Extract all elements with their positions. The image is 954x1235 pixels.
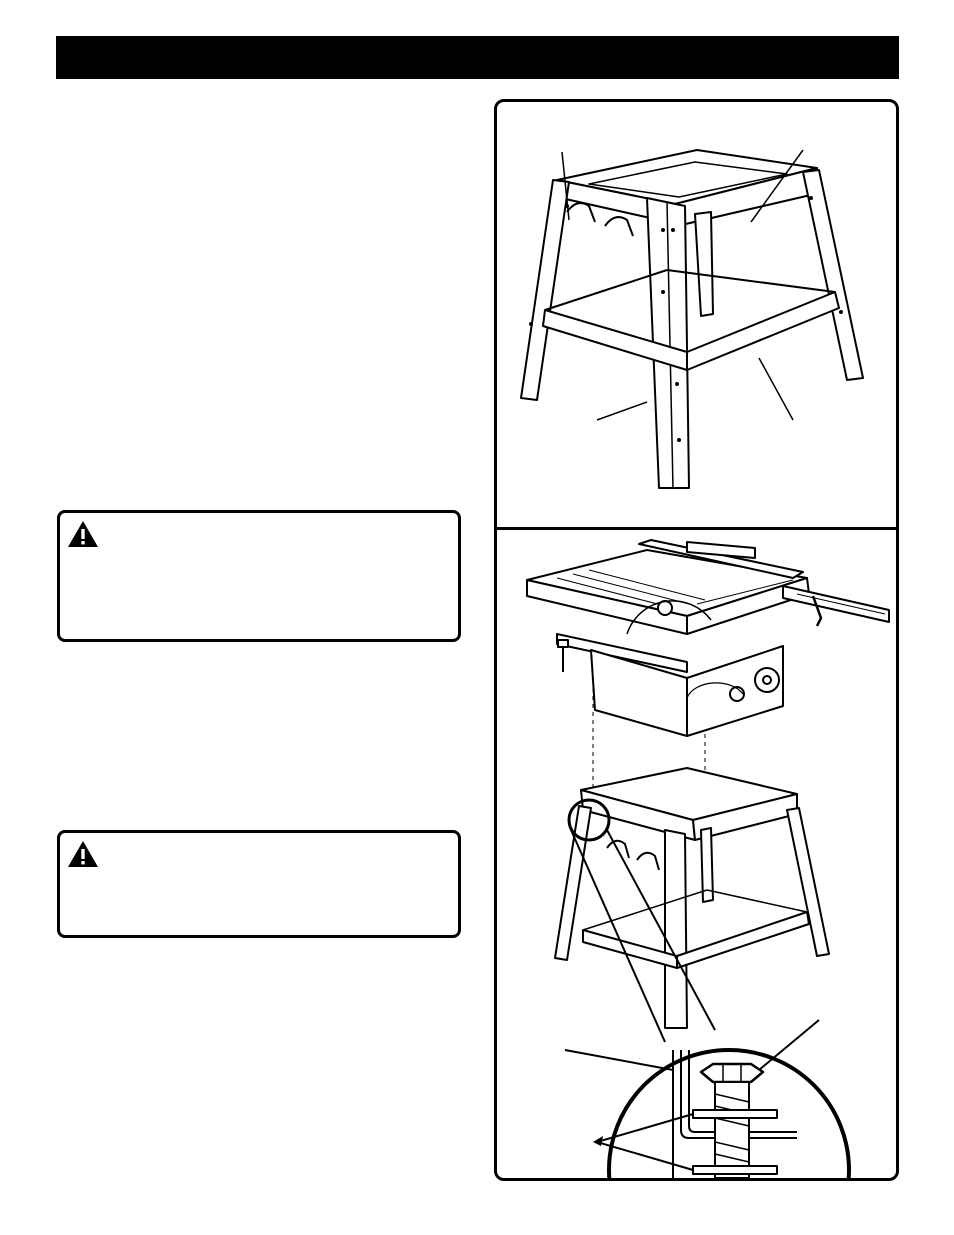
- figure-divider: [497, 527, 896, 530]
- mounting-illustration: [526, 539, 890, 1178]
- warning-triangle-icon: [68, 841, 98, 867]
- section-header-bar: [56, 36, 899, 79]
- warning-triangle-icon: [68, 521, 98, 547]
- stand-illustration: [520, 149, 864, 489]
- warning-box-1: [57, 510, 461, 642]
- warning-box-2: [57, 830, 461, 938]
- figure-frame: [494, 99, 899, 1181]
